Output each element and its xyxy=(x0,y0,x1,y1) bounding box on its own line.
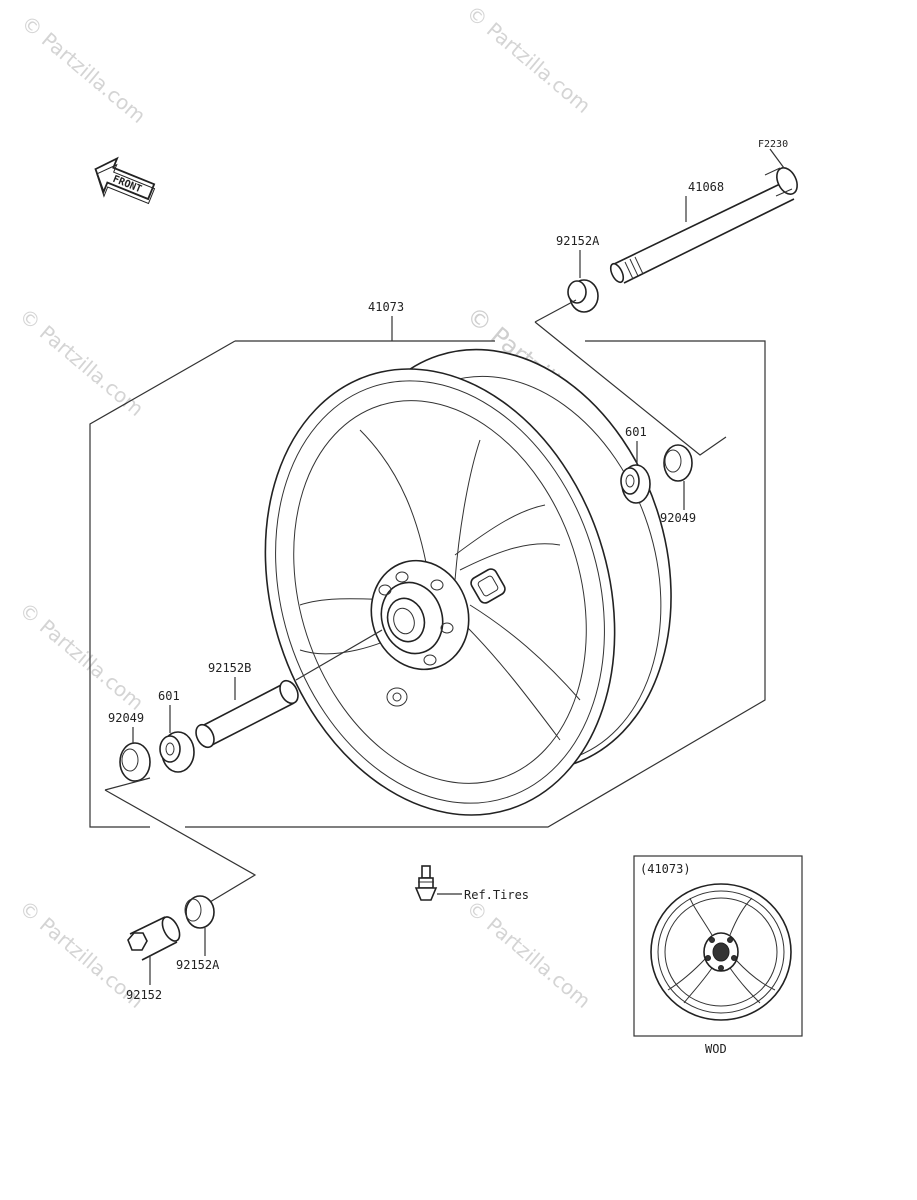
watermark: © Partzilla.com xyxy=(462,895,596,1013)
collar-bottom-part[interactable] xyxy=(127,914,183,961)
axle-part[interactable] xyxy=(608,164,801,284)
watermark: © Partzilla.com xyxy=(17,10,151,128)
spacer-part[interactable] xyxy=(192,678,301,751)
part-label-spacer: 92152B xyxy=(208,661,251,675)
part-label-collar-bottom-a: 92152A xyxy=(176,958,220,972)
bearing-left-part[interactable] xyxy=(159,731,195,773)
collar-top-part[interactable] xyxy=(567,279,599,313)
part-label-collar-bottom: 92152 xyxy=(126,988,162,1002)
bearing-right-part[interactable] xyxy=(620,464,651,504)
valve-stem-part[interactable] xyxy=(414,865,438,901)
seal-right-part[interactable] xyxy=(663,444,693,482)
inset-caption: WOD xyxy=(705,1042,727,1056)
part-label-wheel: 41073 xyxy=(368,300,404,314)
part-label-axle: 41068 xyxy=(688,180,724,194)
part-label-seal-right: 92049 xyxy=(660,511,696,525)
part-label-bearing-right: 601 xyxy=(625,425,647,439)
watermark: © Partzilla.com xyxy=(15,597,149,715)
watermark: © Partzilla.com xyxy=(462,0,596,118)
part-label-collar-top: 92152A xyxy=(556,234,600,248)
front-arrow-icon: FRONT xyxy=(94,156,156,205)
collar-bottom-a-part[interactable] xyxy=(184,895,215,929)
seal-left-part[interactable] xyxy=(119,742,151,782)
inset-label: (41073) xyxy=(640,862,691,876)
part-label-bearing-left: 601 xyxy=(158,689,180,703)
wheel-part[interactable] xyxy=(210,306,724,861)
watermark: © Partzilla.com xyxy=(15,303,149,421)
part-label-seal-left: 92049 xyxy=(108,711,144,725)
group-frame xyxy=(89,340,236,828)
part-label-valve-ref: Ref.Tires xyxy=(464,888,529,902)
figure-code: F2230 xyxy=(758,139,788,150)
variant-inset: (41073) xyxy=(633,855,803,1037)
